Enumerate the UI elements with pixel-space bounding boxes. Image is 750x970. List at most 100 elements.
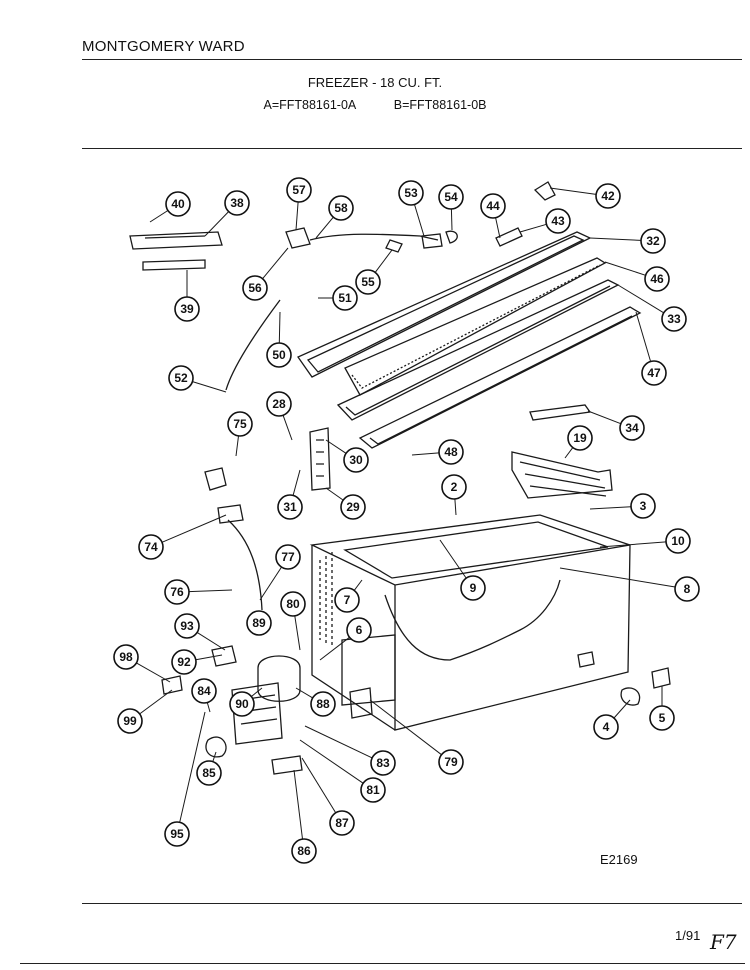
- callout-number-74: 74: [144, 540, 158, 554]
- cabinet-liner-gasket: [384, 579, 561, 661]
- lid-inner-frame: [306, 235, 585, 373]
- callout-circle-43: [545, 208, 571, 234]
- callout-number-4: 4: [603, 720, 610, 734]
- leader-line-87: [301, 757, 337, 814]
- leader-line-55: [374, 249, 393, 273]
- lock-key: [533, 181, 556, 201]
- base-bracket: [271, 755, 303, 775]
- callout-number-52: 52: [174, 371, 188, 385]
- callout-circle-81: [360, 777, 386, 803]
- callout-number-56: 56: [248, 281, 262, 295]
- callout-number-75: 75: [233, 417, 247, 431]
- leader-line-50: [278, 311, 281, 344]
- light-switch: [285, 227, 311, 249]
- callout-circle-55: [355, 269, 381, 295]
- callout-circle-2: [441, 474, 467, 500]
- leader-line-46: [604, 261, 646, 276]
- light-socket: [421, 233, 443, 249]
- leader-line-29: [325, 487, 344, 501]
- date-code: 1/91: [675, 928, 701, 943]
- power-cord: [227, 519, 263, 611]
- callout-circle-50: [266, 342, 292, 368]
- leader-line-54: [450, 208, 453, 231]
- leader-line-30: [325, 439, 347, 454]
- callout-circle-51: [332, 285, 358, 311]
- leader-line-52: [192, 381, 227, 393]
- callout-circle-86: [291, 838, 317, 864]
- callout-number-87: 87: [335, 816, 349, 830]
- diagram-code: E2169: [600, 852, 638, 867]
- callout-circle-54: [438, 184, 464, 210]
- callout-circle-53: [398, 180, 424, 206]
- callout-circle-83: [370, 750, 396, 776]
- handwritten-page-note: F7: [710, 930, 737, 954]
- callout-circle-30: [343, 447, 369, 473]
- thermostat-knob: [651, 667, 671, 689]
- leader-line-58: [315, 216, 334, 239]
- leader-line-56: [262, 247, 289, 280]
- callout-number-40: 40: [171, 197, 185, 211]
- relay: [211, 645, 237, 667]
- callout-number-29: 29: [346, 500, 360, 514]
- lock-cylinder: [495, 227, 523, 247]
- callout-circle-48: [438, 439, 464, 465]
- callout-number-90: 90: [235, 697, 249, 711]
- handle: [129, 231, 223, 250]
- callout-number-84: 84: [197, 684, 211, 698]
- leader-line-32: [589, 237, 642, 241]
- callout-number-85: 85: [202, 766, 216, 780]
- leader-line-98: [136, 662, 171, 683]
- diagram-title: FREEZER - 18 CU. FT.: [307, 75, 443, 90]
- callout-circle-90: [229, 691, 255, 717]
- callout-number-39: 39: [180, 302, 194, 316]
- callout-circle-87: [329, 810, 355, 836]
- callout-circle-42: [595, 183, 621, 209]
- callout-circle-32: [640, 228, 666, 254]
- callout-circle-52: [168, 365, 194, 391]
- leader-line-88: [295, 687, 313, 699]
- callout-number-3: 3: [640, 499, 647, 513]
- compressor-bay: [341, 634, 396, 706]
- callout-circle-75: [227, 411, 253, 437]
- lock-bracket: [385, 239, 403, 253]
- callout-number-79: 79: [444, 755, 458, 769]
- callout-circle-80: [280, 591, 306, 617]
- callout-number-54: 54: [444, 190, 458, 204]
- leader-line-9: [439, 539, 467, 579]
- lid-liner: [344, 257, 607, 396]
- callout-circle-58: [328, 195, 354, 221]
- callout-circle-95: [164, 821, 190, 847]
- callout-circle-9: [460, 575, 486, 601]
- drain-plug: [577, 651, 595, 668]
- leader-line-2: [454, 498, 457, 516]
- machine-compartment-grille: [231, 682, 283, 745]
- model-numbers: A=FFT88161-0A B=FFT88161-0B: [0, 98, 750, 112]
- callout-number-6: 6: [356, 623, 363, 637]
- callout-circle-7: [334, 587, 360, 613]
- leader-line-42: [549, 187, 597, 195]
- leader-line-75: [235, 435, 239, 457]
- callout-circle-44: [480, 193, 506, 219]
- callout-circle-40: [165, 191, 191, 217]
- hinge: [309, 427, 331, 491]
- leader-line-79: [369, 699, 442, 756]
- callout-number-58: 58: [334, 201, 348, 215]
- basket-grid: [519, 461, 607, 497]
- model-a: A=FFT88161-0A: [263, 98, 357, 112]
- callout-circle-76: [164, 579, 190, 605]
- breaker-strip-inner: [369, 315, 633, 445]
- condenser-coil: [319, 552, 333, 648]
- callout-number-86: 86: [297, 844, 311, 858]
- callout-number-48: 48: [444, 445, 458, 459]
- callout-circle-79: [438, 749, 464, 775]
- leader-line-3: [589, 506, 632, 510]
- callout-number-93: 93: [180, 619, 194, 633]
- callout-number-32: 32: [646, 234, 660, 248]
- leader-line-85: [212, 751, 217, 762]
- callout-number-33: 33: [667, 312, 681, 326]
- callout-circle-38: [224, 190, 250, 216]
- callout-number-55: 55: [361, 275, 375, 289]
- callout-circle-6: [346, 617, 372, 643]
- callout-circle-92: [171, 649, 197, 675]
